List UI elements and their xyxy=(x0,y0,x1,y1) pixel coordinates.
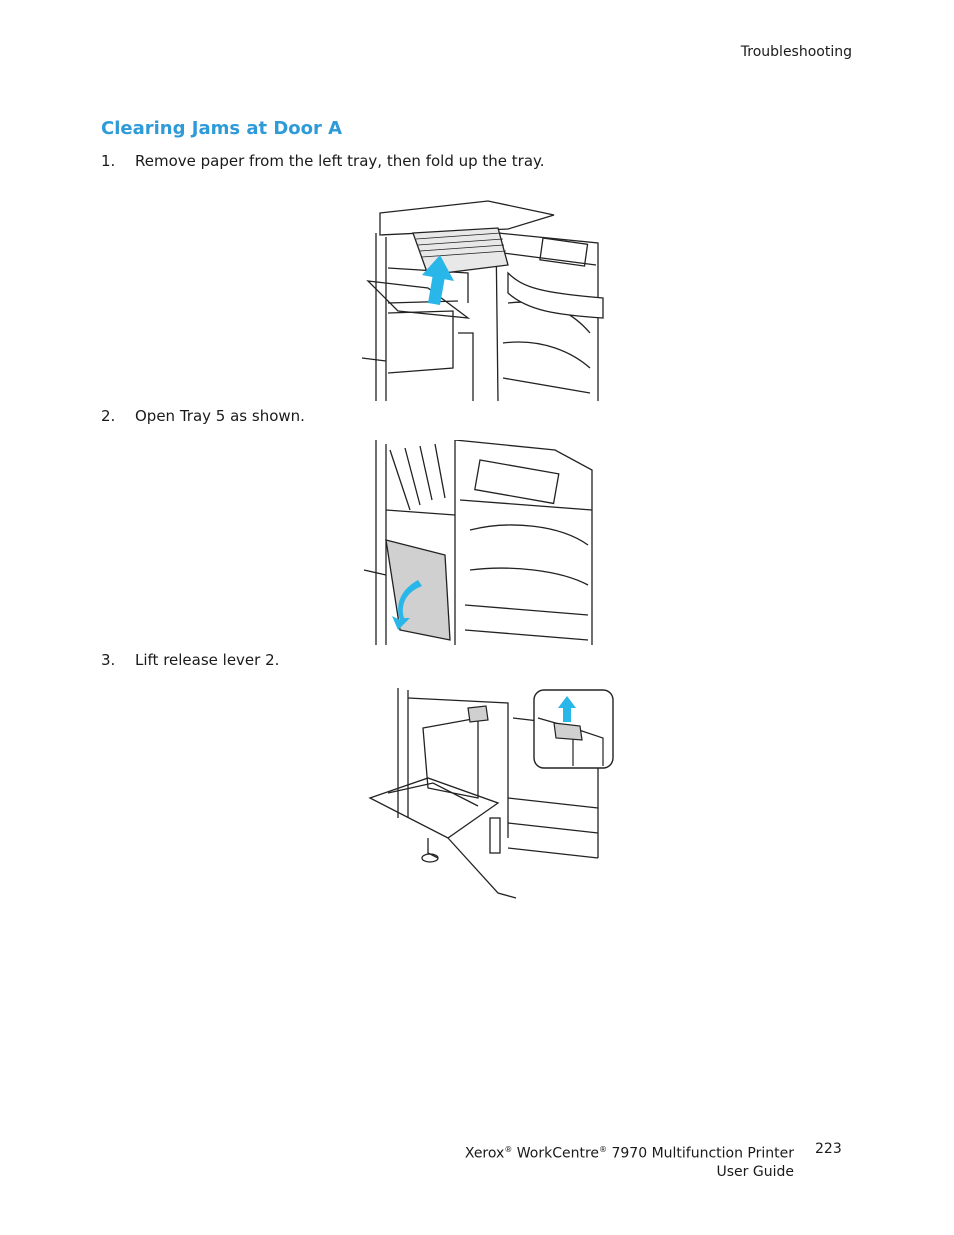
tray-5 xyxy=(385,539,451,641)
footer-brand: Xerox xyxy=(464,1145,505,1162)
step-number: 1. xyxy=(101,152,116,170)
step-text: Lift release lever 2. xyxy=(135,651,280,669)
figure-remove-paper xyxy=(358,193,608,401)
section-title: Clearing Jams at Door A xyxy=(101,118,343,139)
step-text: Remove paper from the left tray, then fo… xyxy=(135,152,545,170)
page-number: 223 xyxy=(815,1141,842,1157)
figure-lift-lever-2 xyxy=(368,688,616,900)
step-number: 3. xyxy=(101,651,116,669)
arrow-down-icon xyxy=(392,580,422,630)
step-number: 2. xyxy=(101,407,116,425)
figure-open-tray-5 xyxy=(360,440,594,645)
footer-guide: User Guide xyxy=(716,1163,794,1180)
footer-model: 7970 Multifunction Printer xyxy=(611,1145,794,1162)
release-lever-2 xyxy=(467,705,489,723)
hand xyxy=(507,271,604,319)
printer-illustration-3 xyxy=(368,688,614,899)
footer-product: Xerox® WorkCentre® 7970 Multifunction Pr… xyxy=(464,1145,794,1180)
printer-illustration-2 xyxy=(363,440,593,645)
printer-illustration-1 xyxy=(361,200,604,401)
running-header: Troubleshooting xyxy=(740,44,852,60)
arrow-up-icon xyxy=(422,255,454,305)
footer-product-name: WorkCentre xyxy=(516,1145,600,1162)
arrow-up-icon xyxy=(558,696,576,722)
step-text: Open Tray 5 as shown. xyxy=(135,407,305,425)
